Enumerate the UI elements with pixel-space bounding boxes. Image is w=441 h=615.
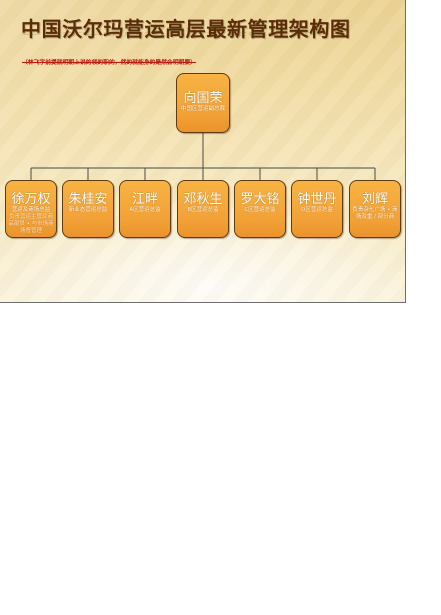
child-detail: 负责营运主管及商品部员 • 与市场商场督管理	[8, 214, 54, 234]
child-node-luo-daming: 罗大铭 C区营运总监	[234, 180, 286, 238]
child-role: B区营运总监	[187, 207, 219, 213]
child-role: 新业态营运总监	[68, 207, 108, 213]
connector-lines	[30, 133, 376, 180]
child-name: 江畔	[131, 192, 158, 207]
child-name: 罗大铭	[240, 192, 280, 207]
root-name: 向国荣	[183, 91, 223, 106]
org-chart-slide: 中国沃尔玛营运高层最新管理架构图 中国沃尔玛营运高层最新管理架构图 （林飞字前提…	[0, 0, 406, 303]
child-node-deng-qiusheng: 邓秋生 B区营运总监	[177, 180, 229, 238]
child-name: 邓秋生	[183, 192, 223, 207]
child-node-zhong-shidan: 钟世丹 D区营运总监	[291, 180, 343, 238]
chart-title: 中国沃尔玛营运高层最新管理架构图	[21, 17, 351, 41]
chart-subtitle: （林飞字前提就明朝上说的领的职的，然的就能身的是然会明朝要）	[22, 60, 196, 66]
child-node-liu-hui: 刘辉 负责杂七广场 • 商场及重 / 部分商	[349, 180, 401, 238]
child-node-jiang-pan: 江畔 A区营运总监	[119, 180, 171, 238]
child-node-zhu-guian: 朱桂安 新业态营运总监	[62, 180, 114, 238]
child-role: 负责杂七广场 • 商场及重 / 部分商	[352, 207, 398, 220]
child-role: D区营运总监	[301, 207, 333, 213]
child-name: 刘辉	[361, 192, 388, 207]
root-node: 向国荣 中国区营运副总裁	[176, 73, 230, 133]
child-role: C区营运总监	[244, 207, 276, 213]
child-name: 钟世丹	[297, 192, 337, 207]
child-role: 营运及商场总监	[11, 207, 51, 213]
child-node-xu-wanquan: 徐万权 营运及商场总监 负责营运主管及商品部员 • 与市场商场督管理	[5, 180, 57, 238]
child-name: 徐万权	[11, 192, 51, 207]
child-role: A区营运总监	[129, 207, 161, 213]
child-name: 朱桂安	[68, 192, 108, 207]
root-role: 中国区营运副总裁	[180, 106, 225, 112]
